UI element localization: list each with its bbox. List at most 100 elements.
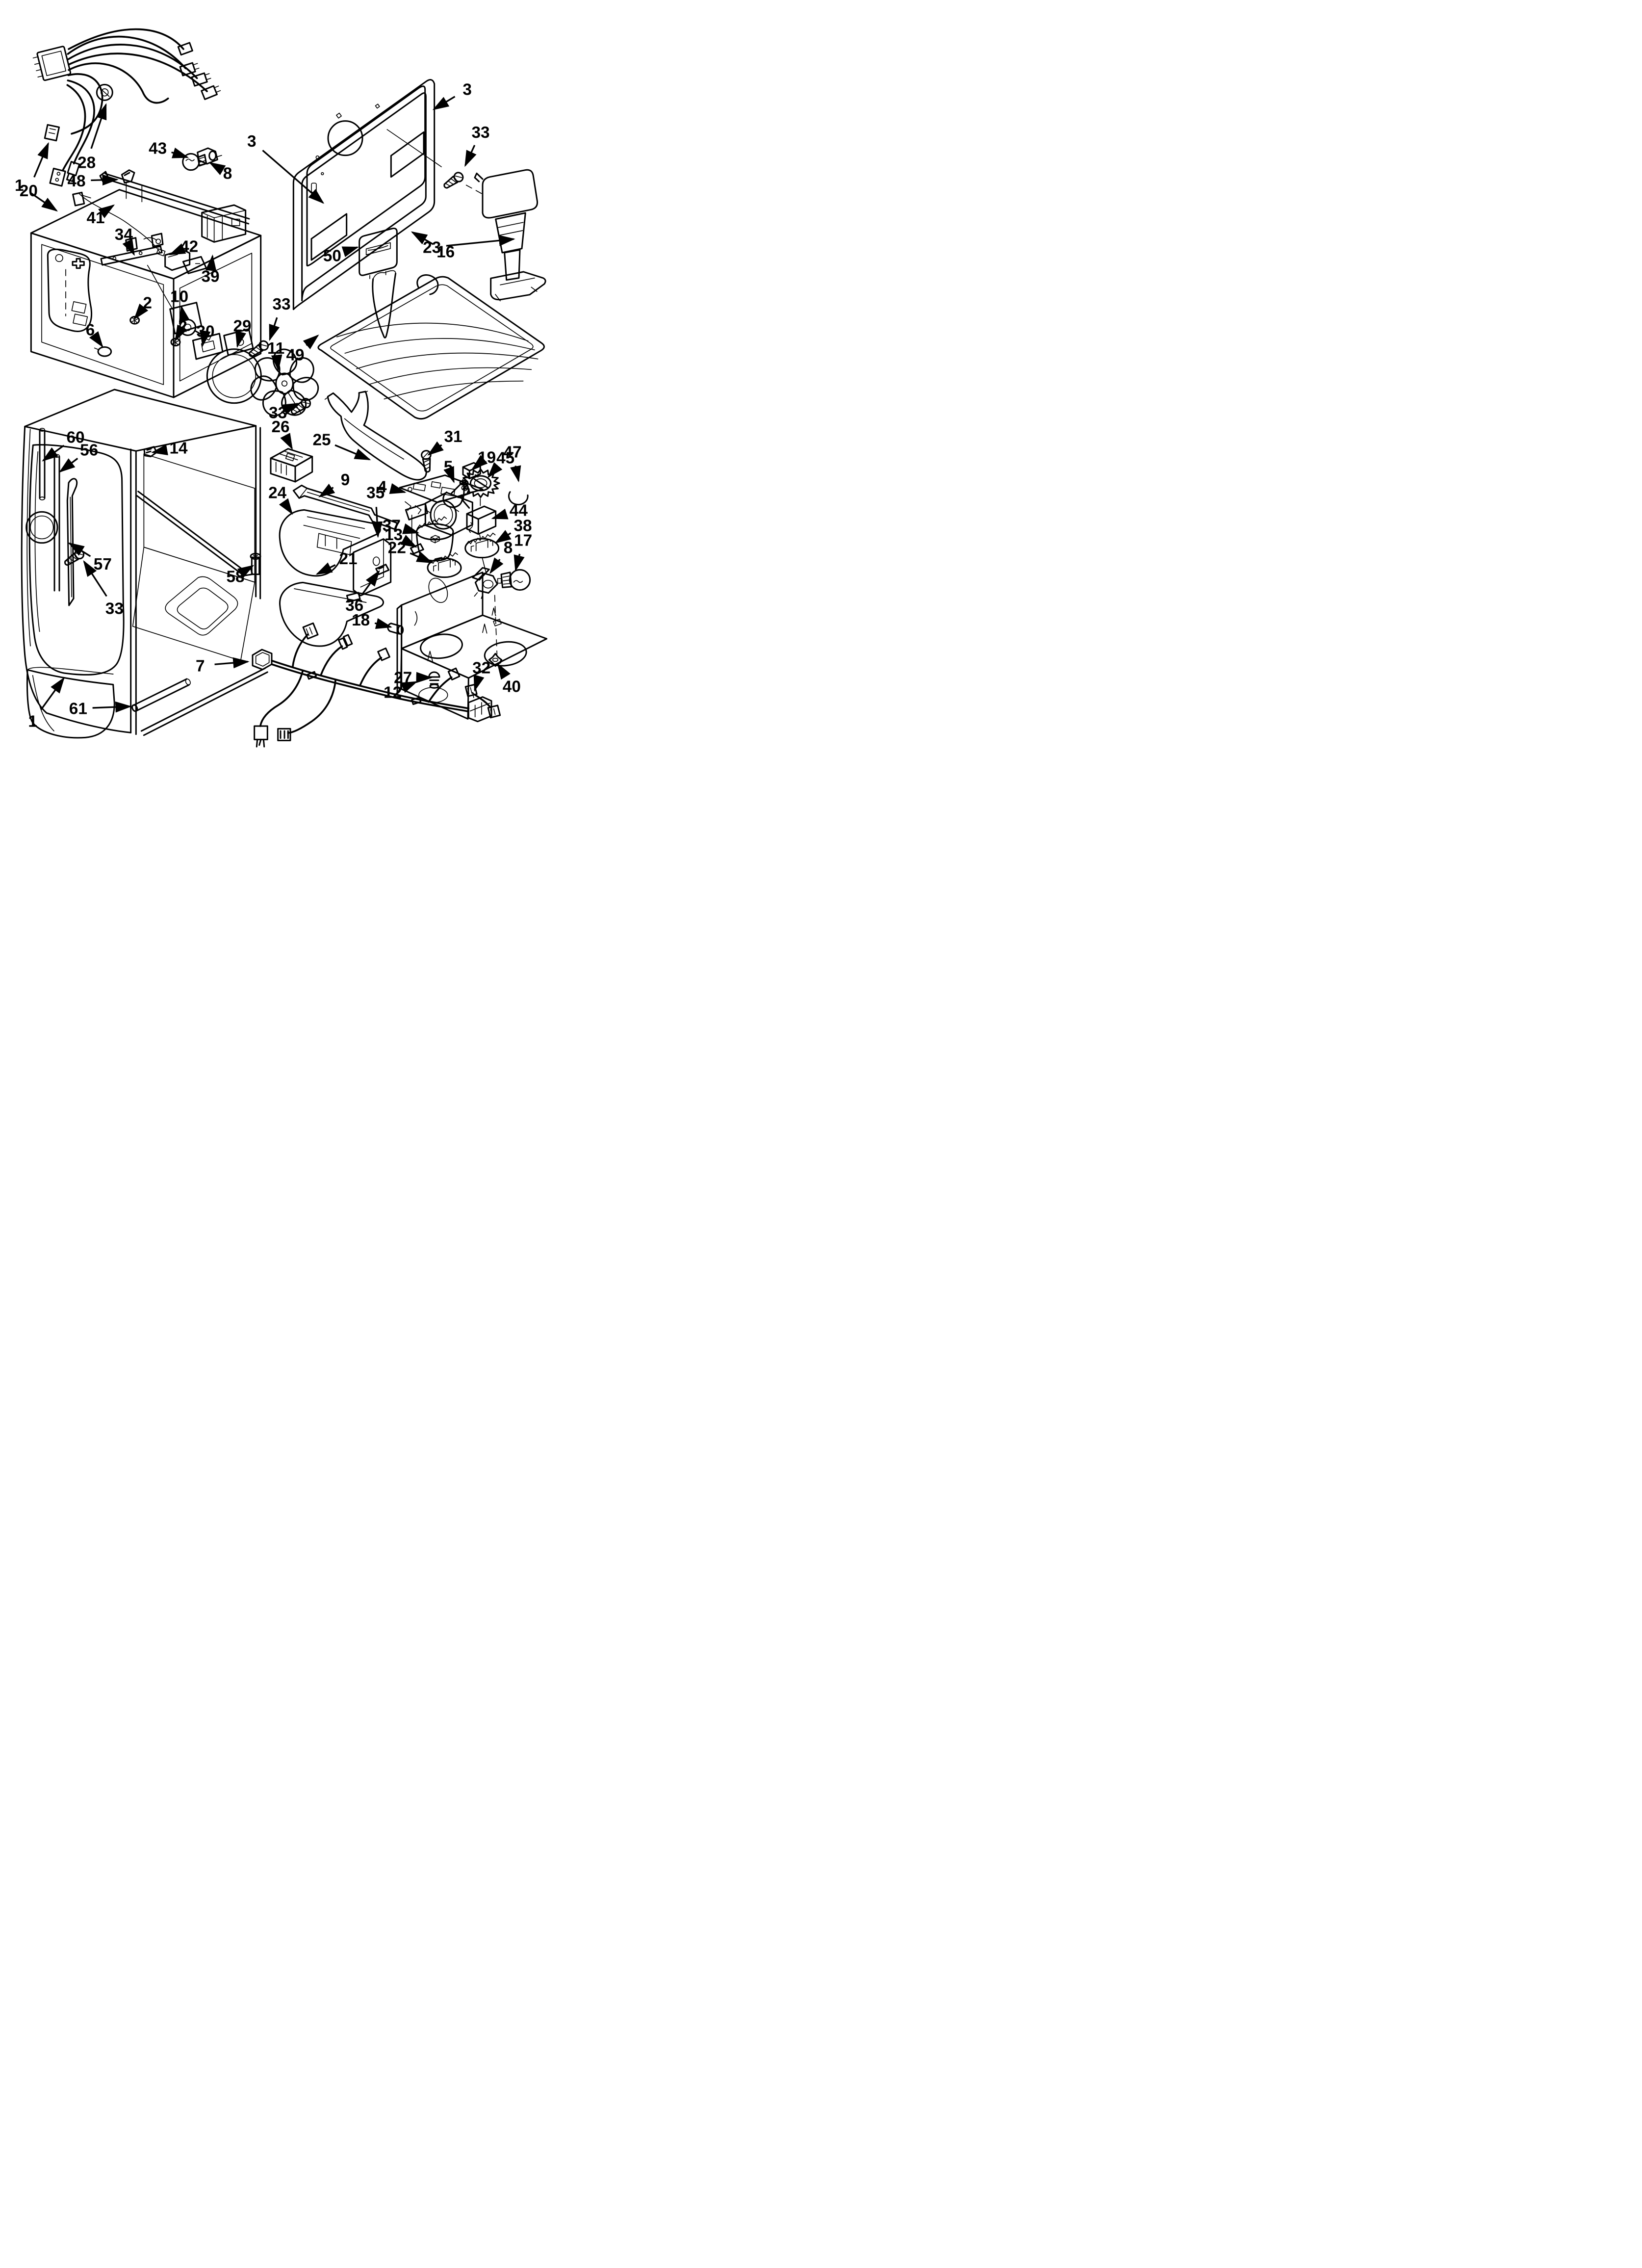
callout-label-11-22: 11	[267, 339, 284, 358]
evaporator-panel-16-art	[306, 85, 426, 267]
callout-label-2-10: 2	[143, 294, 152, 312]
lamp-socket-art	[197, 147, 222, 165]
callout-arrow-8-42	[489, 557, 504, 574]
exploded-axis-lines	[434, 557, 487, 573]
callout-arrow-50-20	[341, 246, 359, 258]
callout-label-8-42: 8	[504, 539, 513, 557]
callout-label-44-38: 44	[510, 502, 528, 520]
callout-arrow-61-59	[92, 701, 132, 713]
freezer-liner-art	[30, 181, 262, 398]
callout-label-41-6: 41	[86, 209, 104, 227]
callout-arrow-48-2	[91, 174, 119, 186]
control-board-4-art	[399, 474, 484, 515]
callout-arrow-13-37	[400, 535, 417, 548]
callout-arrow-33-24	[269, 317, 280, 341]
callout-label-33-51: 33	[105, 600, 124, 618]
callout-arrow-49-23	[303, 334, 319, 349]
defrost-cup-37-art	[415, 516, 454, 562]
callout-label-27-55: 27	[394, 669, 412, 687]
mounting-plate-35-art	[353, 538, 392, 597]
callout-label-22-41: 22	[388, 539, 406, 557]
callout-label-48-2: 48	[67, 172, 85, 190]
callout-label-38-40: 38	[513, 517, 532, 535]
c-clip-5-icon	[442, 491, 463, 508]
callout-arrow-41-6	[98, 204, 115, 218]
fill-cup-39-art	[201, 204, 247, 243]
callout-label-49-23: 49	[286, 346, 304, 364]
callout-arrow-37-39	[402, 523, 420, 534]
callout-arrow-36-45	[362, 570, 380, 594]
callout-label-18-46: 18	[352, 611, 370, 629]
callout-label-20-0: 20	[20, 182, 38, 200]
callout-arrow-5-29	[443, 466, 455, 484]
callout-arrow-33-51	[83, 560, 107, 597]
callout-arrow-4-33	[389, 483, 407, 494]
callout-label-33-24: 33	[272, 295, 290, 313]
callout-label-42-8: 42	[180, 237, 198, 256]
callout-label-36-45: 36	[345, 597, 363, 615]
callout-label-1-58: 1	[28, 713, 37, 731]
fan-shroud-29-art	[206, 328, 262, 404]
callout-label-7-54: 7	[196, 657, 205, 675]
callout-arrow-60-47	[42, 444, 65, 462]
callout-arrow-2-10	[133, 303, 149, 320]
callout-arrow-32-56	[473, 674, 485, 692]
callout-label-6-15: 6	[86, 321, 95, 339]
callout-arrow-35-36	[371, 507, 383, 538]
callout-arrow-44-38	[491, 508, 509, 520]
evaporator-tray-49-art	[317, 270, 545, 420]
lower-wire-harness-art	[252, 622, 492, 748]
callout-label-12-53: 12	[384, 683, 402, 702]
lamp-socket-8b-art	[472, 567, 498, 599]
callout-label-8-4: 8	[223, 164, 232, 182]
callout-label-56-48: 56	[80, 441, 98, 459]
callout-arrow-28-1	[90, 103, 107, 149]
callout-label-50-20: 50	[323, 247, 341, 265]
callout-label-14-49: 14	[169, 439, 188, 457]
callout-label-40-57: 40	[503, 678, 521, 696]
callout-label-24-35: 24	[268, 484, 287, 502]
callout-label-57-50: 57	[94, 555, 112, 574]
callout-arrow-1-58	[40, 677, 65, 710]
light-bulb-17-art	[497, 569, 531, 591]
callout-label-61-59: 61	[69, 700, 87, 718]
callout-label-5-29: 5	[444, 458, 453, 476]
callout-label-33-25: 33	[269, 404, 287, 422]
callout-arrow-25-27	[334, 444, 371, 461]
refrigerator-liner-art	[21, 389, 268, 739]
callout-arrow-18-46	[374, 618, 392, 629]
rear-panel-trim-3-art	[292, 78, 436, 311]
callout-label-60-47: 60	[66, 428, 84, 446]
callout-label-13-37: 13	[385, 526, 403, 544]
callout-label-19-30: 19	[478, 448, 496, 467]
upper-wire-harness-art	[32, 28, 221, 187]
callout-label-21-44: 21	[339, 550, 357, 568]
callout-label-47-32: 47	[503, 443, 521, 461]
callout-arrow-34-7	[122, 238, 135, 256]
callout-label-33-18: 33	[471, 124, 489, 142]
callout-arrow-33-18	[464, 145, 477, 167]
callout-label-25-27: 25	[312, 431, 331, 449]
callout-arrow-29-14	[235, 331, 246, 348]
serrated-ring-38-art	[464, 532, 500, 559]
air-duct-24-art	[279, 509, 381, 577]
callout-arrow-3-16	[262, 150, 325, 204]
callout-arrow-9-34	[318, 483, 335, 497]
push-cap-27-art	[428, 671, 440, 689]
callout-label-3-17: 3	[462, 80, 472, 99]
callout-arrow-31-28	[427, 441, 444, 456]
callout-label-35-36: 35	[366, 484, 385, 502]
callout-arrow-43-3	[171, 147, 189, 158]
callout-arrow-23-21	[446, 235, 515, 247]
callout-arrow-24-35	[279, 498, 293, 515]
serrated-ring-22-art	[427, 552, 462, 578]
callout-label-23-21: 23	[423, 239, 441, 257]
callout-label-2-12: 2	[178, 318, 187, 336]
callout-label-43-3: 43	[149, 139, 167, 157]
callout-arrow-14-49	[151, 444, 168, 455]
assembly-axis-line	[386, 129, 442, 167]
callout-arrow-45-31	[487, 462, 503, 478]
callout-label-37-39: 37	[383, 517, 401, 535]
callout-label-9-34: 9	[341, 471, 350, 489]
